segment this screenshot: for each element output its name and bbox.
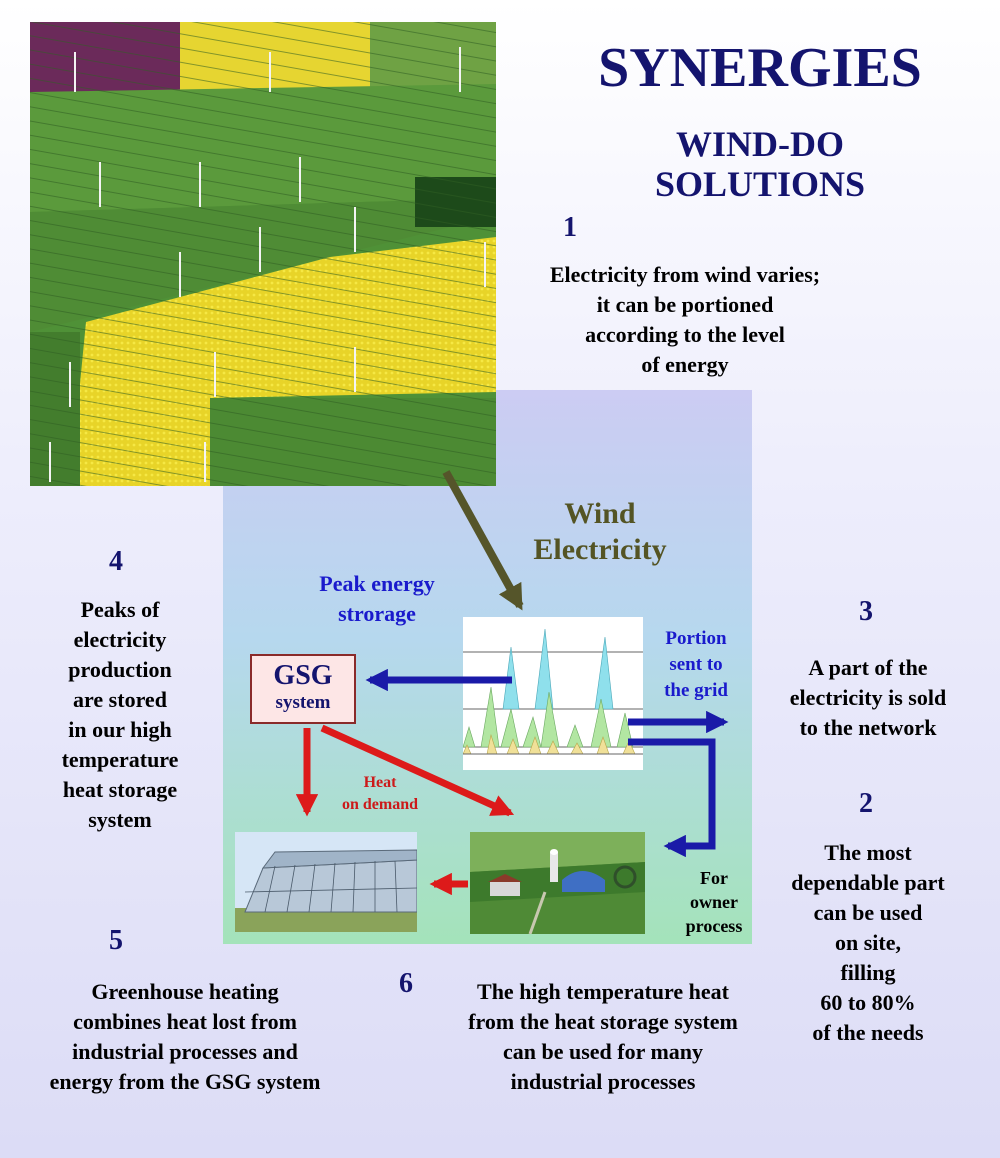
portion-label-line: sent to: [669, 654, 723, 675]
wind-label-line: Electricity: [533, 533, 667, 566]
step-5-line: combines heat lost from: [73, 1009, 297, 1034]
step-2-line: filling: [840, 960, 896, 985]
step-3-description: A part of the electricity is sold to the…: [766, 653, 970, 743]
page-title: SYNERGIES: [598, 37, 922, 99]
step-5-line: Greenhouse heating: [91, 979, 279, 1004]
step-4-number: 4: [109, 546, 123, 577]
peak-energy-storage-label: Peak energy strorage: [297, 569, 457, 629]
subtitle-line: SOLUTIONS: [654, 163, 866, 204]
heat-label-line: Heat: [363, 774, 397, 791]
step-2-number: 2: [859, 788, 873, 819]
step-1-line: according to the level: [585, 322, 785, 347]
greenhouse-photo: [235, 832, 417, 932]
step-3-line: to the network: [799, 715, 937, 740]
step-4-line: temperature: [61, 747, 179, 772]
step-1-description: Electricity from wind varies; it can be …: [500, 260, 870, 380]
step-5-line: industrial processes and: [72, 1039, 298, 1064]
step-2-line: of the needs: [812, 1020, 924, 1045]
step-2-line: can be used: [813, 900, 923, 925]
step-4-line: are stored: [73, 687, 167, 712]
step-4-description: Peaks of electricity production are stor…: [20, 595, 220, 835]
step-1-line: Electricity from wind varies;: [549, 262, 821, 287]
step-5-description: Greenhouse heating combines heat lost fr…: [10, 977, 360, 1097]
step-4-line: system: [88, 807, 152, 832]
step-4-line: electricity: [73, 627, 167, 652]
step-5-line: energy from the GSG system: [49, 1069, 321, 1094]
step-4-line: Peaks of: [80, 597, 160, 622]
step-1-number: 1: [563, 212, 577, 243]
page-subtitle: WIND-DO SOLUTIONS: [600, 124, 920, 204]
step-1-line: of energy: [641, 352, 729, 377]
step-6-line: can be used for many: [502, 1039, 704, 1064]
wind-production-graph: [463, 617, 643, 770]
owner-label-line: process: [685, 916, 743, 936]
step-4-line: in our high: [68, 717, 172, 742]
heat-label-line: on demand: [341, 796, 419, 813]
peak-label-line: Peak energy: [319, 571, 435, 596]
step-2-line: 60 to 80%: [820, 990, 916, 1015]
portion-to-grid-label: Portion sent to the grid: [648, 626, 744, 704]
step-6-line: industrial processes: [510, 1069, 696, 1094]
gsg-title: GSG: [273, 660, 333, 691]
step-5-number: 5: [109, 925, 123, 956]
wind-electricity-label: Wind Electricity: [510, 496, 690, 568]
step-4-line: heat storage: [62, 777, 178, 802]
step-2-line: The most: [824, 840, 912, 865]
step-3-line: A part of the: [808, 655, 928, 680]
portion-label-line: the grid: [664, 680, 728, 701]
gsg-subtitle: system: [275, 692, 331, 713]
step-6-description: The high temperature heat from the heat …: [428, 977, 778, 1097]
step-6-line: from the heat storage system: [468, 1009, 738, 1034]
subtitle-line: WIND-DO: [676, 124, 844, 164]
step-2-line: on site,: [835, 930, 901, 955]
heat-on-demand-label: Heat on demand: [330, 772, 430, 816]
wind-label-line: Wind: [564, 497, 636, 530]
peak-label-line: strorage: [338, 601, 416, 626]
step-3-number: 3: [859, 596, 873, 627]
owner-process-label: For owner process: [668, 866, 760, 938]
step-2-line: dependable part: [791, 870, 945, 895]
owner-label-line: owner: [690, 892, 738, 912]
aerial-fields-photo: [30, 22, 496, 486]
step-6-line: The high temperature heat: [477, 979, 729, 1004]
gsg-system-box: GSG system: [250, 654, 356, 724]
portion-label-line: Portion: [665, 628, 727, 649]
farm-aerial-photo: [470, 832, 645, 934]
step-3-line: electricity is sold: [789, 685, 947, 710]
step-2-description: The most dependable part can be used on …: [760, 838, 976, 1048]
step-4-line: production: [68, 657, 172, 682]
owner-label-line: For: [700, 868, 728, 888]
step-6-number: 6: [399, 968, 413, 999]
step-1-line: it can be portioned: [596, 292, 774, 317]
